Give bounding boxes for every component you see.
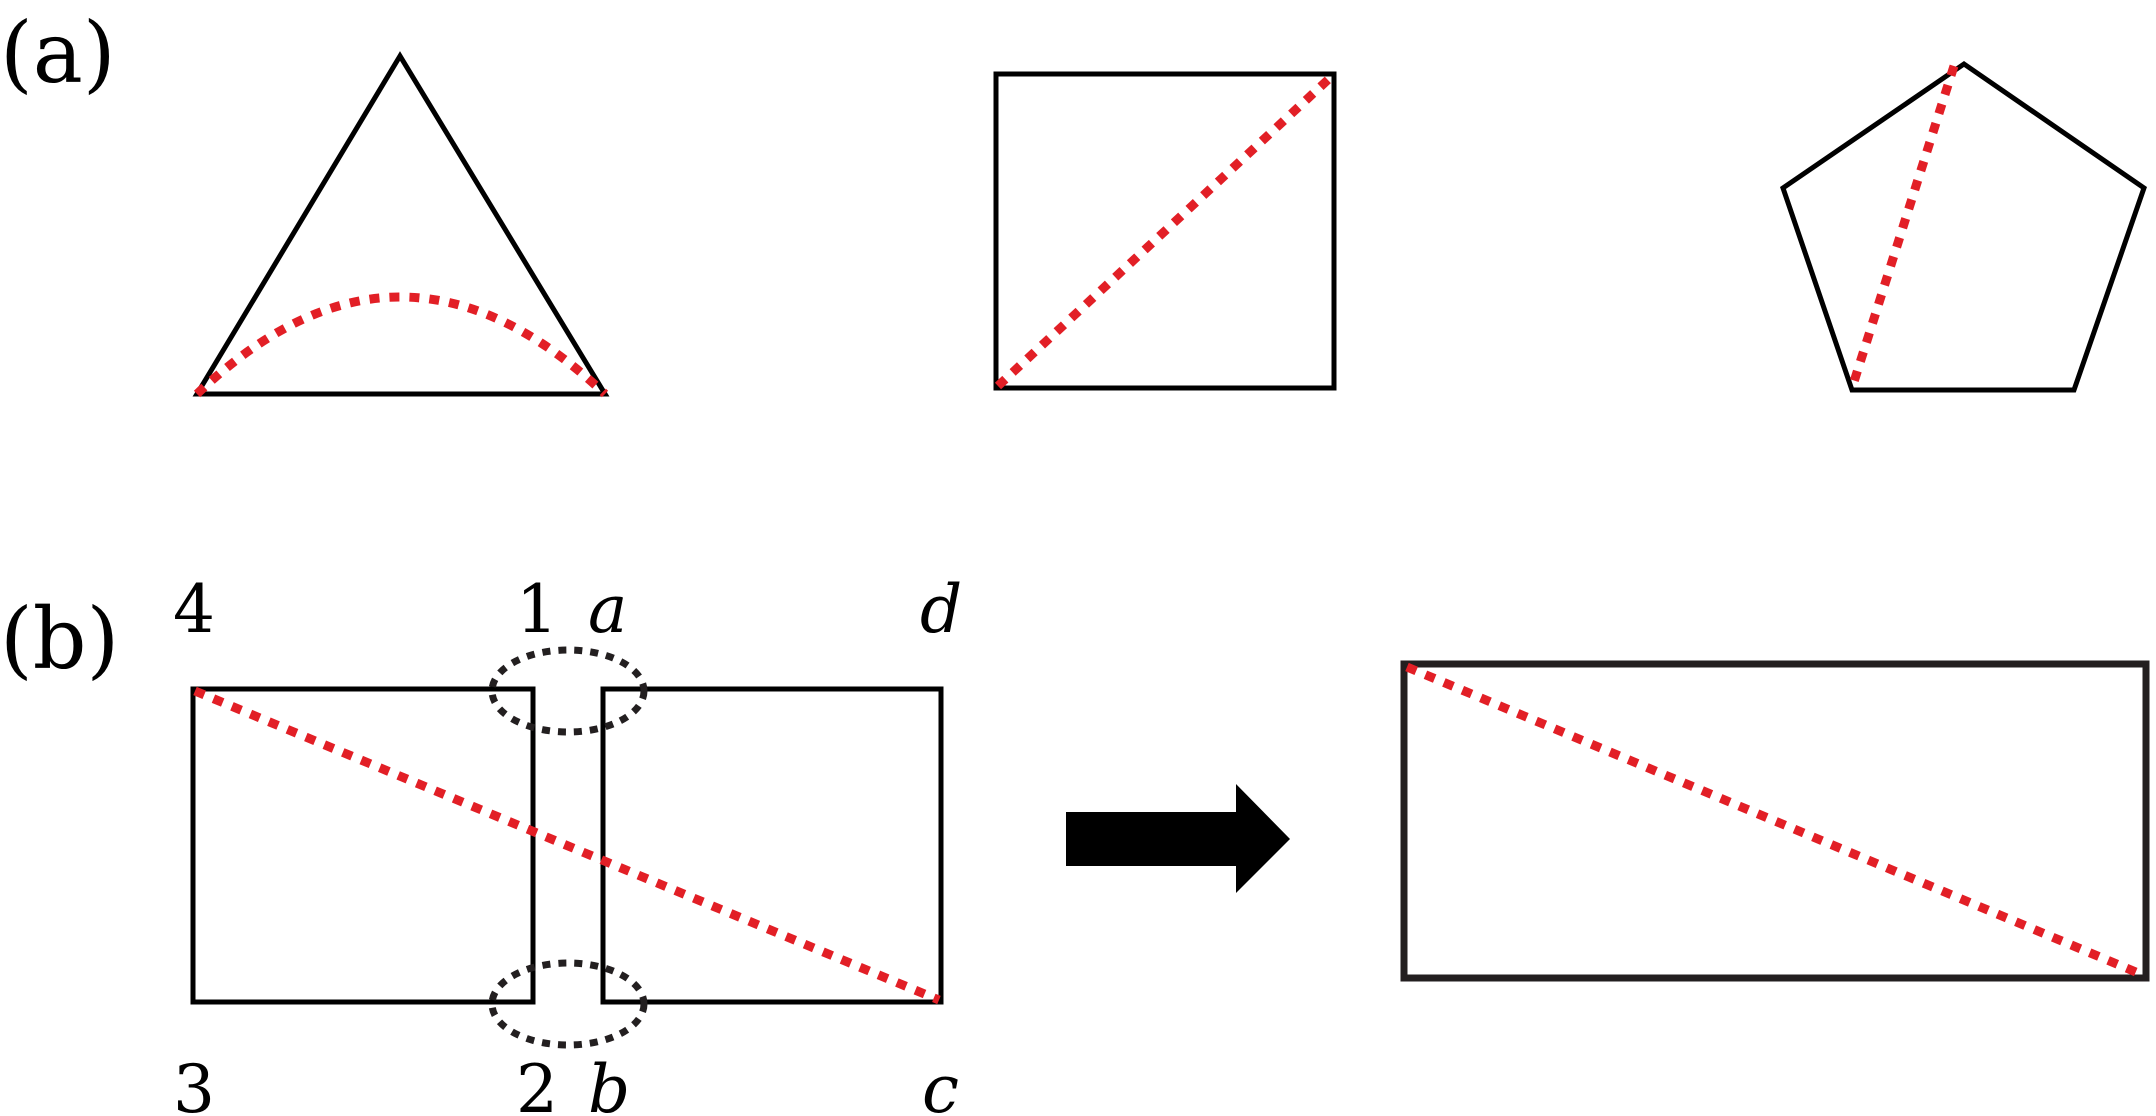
pentagon-outline	[1780, 60, 2147, 393]
triangle-shape	[192, 51, 610, 398]
panel-label-a: (a)	[0, 4, 116, 102]
result-rectangle-outline	[1400, 660, 2150, 982]
panel-label-b: (b)	[0, 590, 119, 688]
vertex-label-d: d	[920, 571, 962, 648]
left-square	[190, 686, 536, 1005]
square-outline	[993, 71, 1337, 391]
vertex-label-c: c	[922, 1051, 959, 1116]
square-shape	[993, 71, 1337, 391]
vertex-label-b: b	[588, 1051, 630, 1116]
vertex-label-1: 1	[516, 571, 558, 648]
triangle-outline	[192, 51, 610, 397]
right-square-outline	[600, 686, 944, 1005]
pentagon-diagonal	[1847, 64, 1959, 390]
vertex-label-4: 4	[173, 571, 215, 648]
top-gluing-marker	[488, 646, 648, 736]
pentagon-shape	[1780, 60, 2147, 393]
bottom-gluing-marker	[488, 959, 648, 1049]
result-diagonal	[1405, 662, 2145, 980]
left-square-outline	[190, 686, 536, 1005]
square-diagonal	[994, 72, 1336, 390]
vertex-label-2: 2	[516, 1051, 558, 1116]
triangle-curve-path	[193, 292, 609, 398]
vertex-label-3: 3	[173, 1051, 215, 1116]
right-square	[600, 686, 944, 1005]
joined-diagonal	[193, 686, 941, 1005]
result-rectangle	[1400, 660, 2150, 982]
vertex-label-a: a	[588, 571, 627, 648]
arrow-icon	[1066, 784, 1290, 893]
